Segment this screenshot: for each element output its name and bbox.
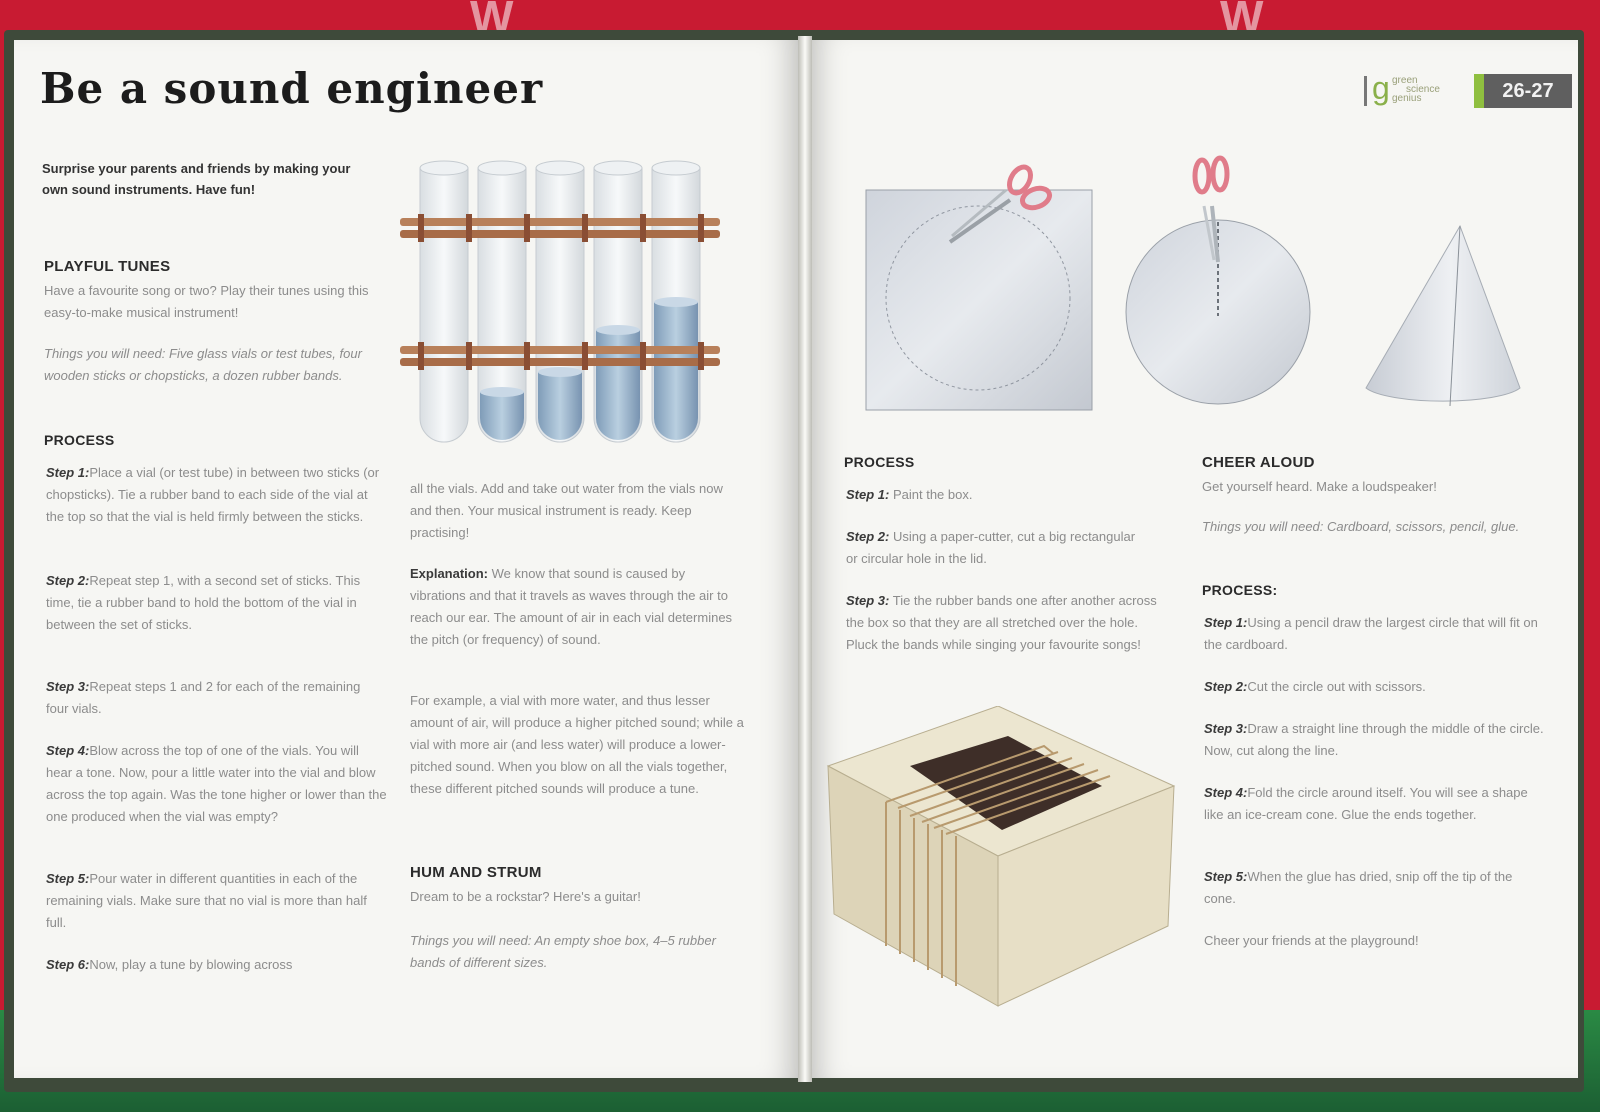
cheer-step-2-label: Step 2: bbox=[1204, 679, 1248, 694]
step-3-text: Repeat steps 1 and 2 for each of the rem… bbox=[46, 679, 361, 716]
cheer-process-heading: PROCESS: bbox=[1202, 582, 1278, 598]
step-2-label: Step 2: bbox=[46, 573, 90, 588]
step-5-label: Step 5: bbox=[46, 871, 90, 886]
intro-text: Surprise your parents and friends by mak… bbox=[42, 161, 351, 197]
cheer-aloud-things-needed: Things you will need: Cardboard, scissor… bbox=[1202, 519, 1520, 534]
hum-and-strum-description: Dream to be a rockstar? Here's a guitar! bbox=[410, 889, 641, 904]
step-6-text: Now, play a tune by blowing across bbox=[89, 957, 293, 972]
green-science-genius-logo: g green science genius bbox=[1364, 70, 1464, 110]
hum-step-2: Step 2: Using a paper-cutter, cut a big … bbox=[846, 526, 1146, 570]
test-tube-2 bbox=[477, 160, 527, 443]
cheer-step-4: Step 4:Fold the circle around itself. Yo… bbox=[1204, 782, 1544, 826]
step-2-text: Repeat step 1, with a second set of stic… bbox=[46, 573, 361, 632]
cheer-step-2-text: Cut the circle out with scissors. bbox=[1247, 679, 1426, 694]
step-1: Step 1:Place a vial (or test tube) in be… bbox=[46, 462, 382, 528]
cheer-aloud-description: Get yourself heard. Make a loudspeaker! bbox=[1202, 479, 1437, 494]
step-1-text: Place a vial (or test tube) in between t… bbox=[46, 465, 380, 524]
cheer-step-4-text: Fold the circle around itself. You will … bbox=[1204, 785, 1528, 822]
cheer-step-1-text: Using a pencil draw the largest circle t… bbox=[1204, 615, 1538, 652]
page-number-badge: 26-27 bbox=[1474, 74, 1572, 108]
test-tube-5 bbox=[651, 160, 701, 443]
step-1-label: Step 1: bbox=[46, 465, 90, 480]
logo-letter: g bbox=[1372, 70, 1390, 106]
step-3: Step 3:Repeat steps 1 and 2 for each of … bbox=[46, 676, 382, 720]
book-gutter bbox=[798, 36, 812, 1082]
cheer-step-3: Step 3:Draw a straight line through the … bbox=[1204, 718, 1544, 762]
explanation-text: We know that sound is caused by vibratio… bbox=[410, 566, 733, 647]
step-6-continued: all the vials. Add and take out water fr… bbox=[410, 481, 723, 540]
hum-process-heading: PROCESS bbox=[844, 454, 915, 470]
cheer-step-5-label: Step 5: bbox=[1204, 869, 1248, 884]
cardboard-square bbox=[865, 189, 1093, 411]
example-text: For example, a vial with more water, and… bbox=[410, 693, 744, 796]
hum-step-1: Step 1: Paint the box. bbox=[846, 484, 1166, 506]
shoebox-guitar-illustration bbox=[826, 706, 1176, 1007]
test-tube-1 bbox=[419, 160, 469, 443]
loudspeaker-illustrations bbox=[865, 155, 1521, 411]
cardboard-circle bbox=[1125, 219, 1311, 405]
cheer-step-5-text: When the glue has dried, snip off the ti… bbox=[1204, 869, 1513, 906]
hum-step-1-text: Paint the box. bbox=[892, 487, 973, 502]
cheer-step-3-label: Step 3: bbox=[1204, 721, 1248, 736]
hum-step-3-label: Step 3: bbox=[846, 593, 890, 608]
cheer-step-2: Step 2:Cut the circle out with scissors. bbox=[1204, 676, 1544, 698]
cheer-closing: Cheer your friends at the playground! bbox=[1204, 933, 1419, 948]
hum-step-2-text: Using a paper-cutter, cut a big rectangu… bbox=[846, 529, 1136, 566]
page-title: Be a sound engineer bbox=[40, 64, 544, 113]
logo-words: green science genius bbox=[1392, 75, 1440, 104]
hum-step-3: Step 3: Tie the rubber bands one after a… bbox=[846, 590, 1166, 656]
step-4: Step 4:Blow across the top of one of the… bbox=[46, 740, 388, 828]
cheer-step-4-label: Step 4: bbox=[1204, 785, 1248, 800]
sound-hole bbox=[910, 736, 1102, 830]
playful-tunes-heading: PLAYFUL TUNES bbox=[44, 258, 171, 275]
step-4-text: Blow across the top of one of the vials.… bbox=[46, 743, 387, 824]
test-tubes-illustration bbox=[400, 160, 720, 443]
test-tube-3 bbox=[535, 160, 585, 443]
hum-and-strum-heading: HUM AND STRUM bbox=[410, 864, 542, 881]
playful-tunes-description: Have a favourite song or two? Play their… bbox=[44, 283, 369, 320]
step-3-label: Step 3: bbox=[46, 679, 90, 694]
rubber-bands bbox=[885, 744, 1111, 986]
hum-step-1-label: Step 1: bbox=[846, 487, 890, 502]
explanation: Explanation: We know that sound is cause… bbox=[410, 563, 744, 651]
step-2: Step 2:Repeat step 1, with a second set … bbox=[46, 570, 366, 636]
cheer-step-5: Step 5:When the glue has dried, snip off… bbox=[1204, 866, 1544, 910]
step-5: Step 5:Pour water in different quantitie… bbox=[46, 868, 388, 934]
hum-and-strum-things-needed: Things you will need: An empty shoe box,… bbox=[410, 933, 716, 970]
scissors-icon bbox=[948, 164, 1053, 244]
test-tube-4 bbox=[593, 160, 643, 443]
playful-tunes-process-heading: PROCESS bbox=[44, 432, 115, 448]
explanation-label: Explanation: bbox=[410, 566, 489, 581]
step-6: Step 6:Now, play a tune by blowing acros… bbox=[46, 954, 386, 976]
step-6-label: Step 6: bbox=[46, 957, 90, 972]
step-4-label: Step 4: bbox=[46, 743, 90, 758]
scissors-icon bbox=[1192, 155, 1230, 263]
playful-tunes-things-needed: Things you will need: Five glass vials o… bbox=[44, 346, 362, 383]
paper-cone bbox=[1365, 224, 1521, 407]
cheer-step-1-label: Step 1: bbox=[1204, 615, 1248, 630]
hum-step-3-text: Tie the rubber bands one after another a… bbox=[846, 593, 1157, 652]
cheer-aloud-heading: CHEER ALOUD bbox=[1202, 454, 1315, 471]
cheer-step-1: Step 1:Using a pencil draw the largest c… bbox=[1204, 612, 1544, 656]
cheer-step-3-text: Draw a straight line through the middle … bbox=[1204, 721, 1544, 758]
chopsticks-bottom bbox=[400, 342, 720, 370]
hum-step-2-label: Step 2: bbox=[846, 529, 890, 544]
step-5-text: Pour water in different quantities in ea… bbox=[46, 871, 367, 930]
chopsticks-top bbox=[400, 214, 720, 242]
